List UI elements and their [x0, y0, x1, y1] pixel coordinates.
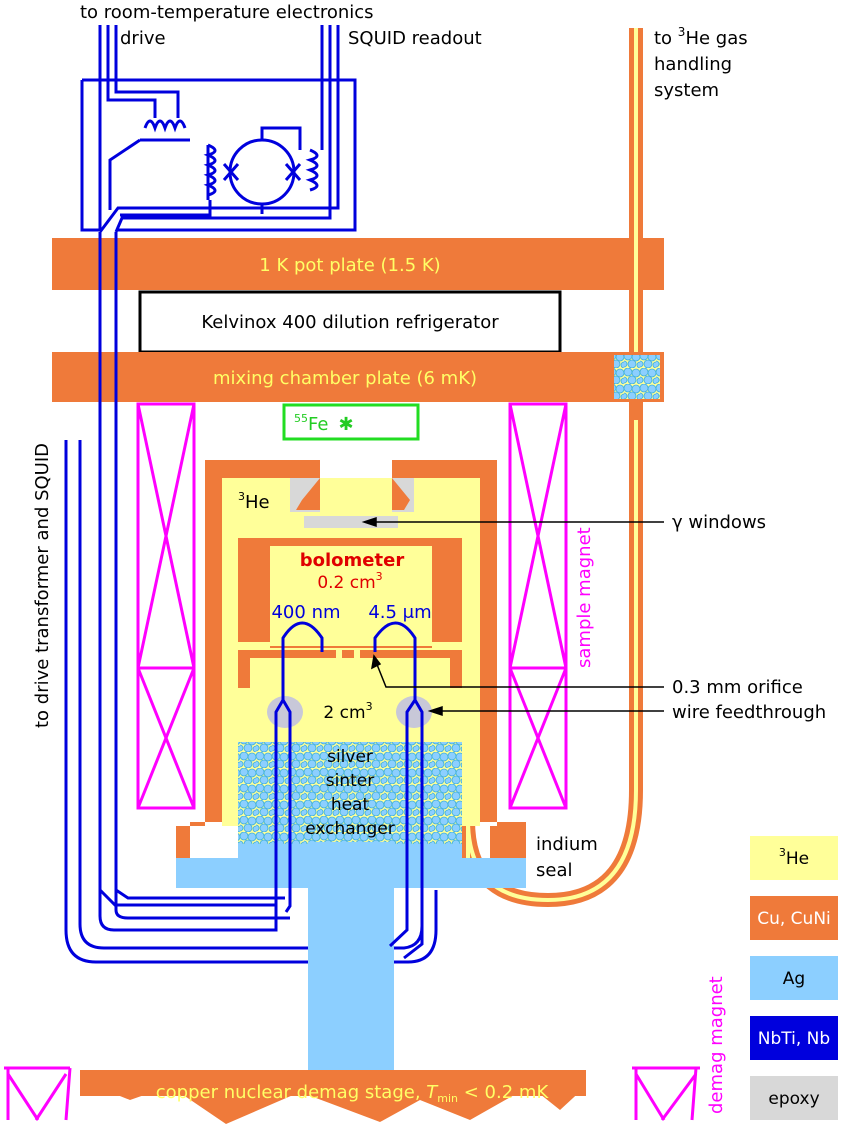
pointer-arrows: [361, 516, 664, 717]
plate-sinter-patch: [614, 355, 660, 399]
he3-cell-label: 3He: [238, 490, 270, 513]
squid-symbol: [222, 126, 319, 214]
sinter-label-1: silver: [327, 747, 373, 767]
legend-label-1: Cu, CuNi: [757, 909, 831, 929]
indium-label-2: seal: [536, 860, 572, 881]
legend-swatch-2: [750, 956, 838, 1000]
demag-stage-top: [80, 1070, 586, 1096]
demag-magnet-right: [632, 1066, 700, 1121]
wire-45um-label: 4.5 μm: [368, 602, 431, 623]
legend-swatch-1: [750, 896, 838, 940]
transformer-coil: [108, 119, 217, 217]
fe55-source-box: [282, 403, 420, 441]
label-room-temp: to room-temperature electronics: [80, 2, 374, 23]
kelvinox-box: [138, 290, 562, 354]
sinter-label-4: exchanger: [305, 819, 394, 839]
pot-plate-label: 1 K pot plate (1.5 K): [259, 255, 440, 276]
indium-label-1: indium: [536, 834, 598, 855]
legend-label-2: Ag: [783, 969, 805, 989]
label-drive: drive: [120, 28, 166, 49]
legend-swatch-3: [750, 1016, 838, 1060]
legend-swatch-4: [750, 1076, 838, 1120]
demag-stage-label: copper nuclear demag stage, Tmin < 0.2 m…: [156, 1082, 550, 1105]
legend-swatch-0: [750, 836, 838, 880]
demag-magnet-label: demag magnet: [706, 976, 727, 1114]
label-squid-readout: SQUID readout: [348, 28, 482, 49]
drive-wire-loop: [64, 440, 438, 964]
bolometer-label: bolometer: [300, 550, 405, 571]
pot-plate: [52, 238, 664, 290]
drive-transformer-label: to drive transformer and SQUID: [32, 443, 53, 728]
sample-magnet-label: sample magnet: [574, 527, 595, 668]
label-gas-handling: to 3He gas: [654, 25, 748, 49]
wire-400nm-label: 400 nm: [271, 602, 340, 623]
demag-magnet-left: [4, 1066, 72, 1121]
legend-label-4: epoxy: [768, 1089, 819, 1109]
silver-base: [176, 842, 526, 1072]
mixing-plate-label: mixing chamber plate (6 mK): [213, 368, 477, 389]
orifice-label: 0.3 mm orifice: [672, 677, 803, 698]
label-gas-line2: handling: [654, 54, 732, 75]
sample-magnet-left: [136, 402, 196, 810]
mixing-plate: [52, 352, 664, 402]
bolometer-volume: 0.2 cm3: [317, 570, 382, 593]
legend-label-3: NbTi, Nb: [758, 1029, 830, 1049]
kelvinox-label: Kelvinox 400 dilution refrigerator: [201, 312, 499, 333]
sinter-label-3: heat: [331, 795, 370, 815]
he3-capillary: [461, 28, 643, 908]
drive-wires: [80, 25, 357, 907]
vibrating-wires: [274, 621, 424, 960]
cell-volume-label: 2 cm3: [323, 700, 372, 723]
gamma-windows-label: γ windows: [672, 512, 766, 533]
sample-magnet-right: [508, 402, 568, 810]
fe55-label: 55Fe✱: [294, 412, 354, 435]
feedthrough-label: wire feedthrough: [672, 702, 826, 723]
sinter-label-2: sinter: [326, 771, 374, 791]
label-gas-line3: system: [654, 80, 719, 101]
legend-label-0: 3He: [779, 846, 809, 869]
